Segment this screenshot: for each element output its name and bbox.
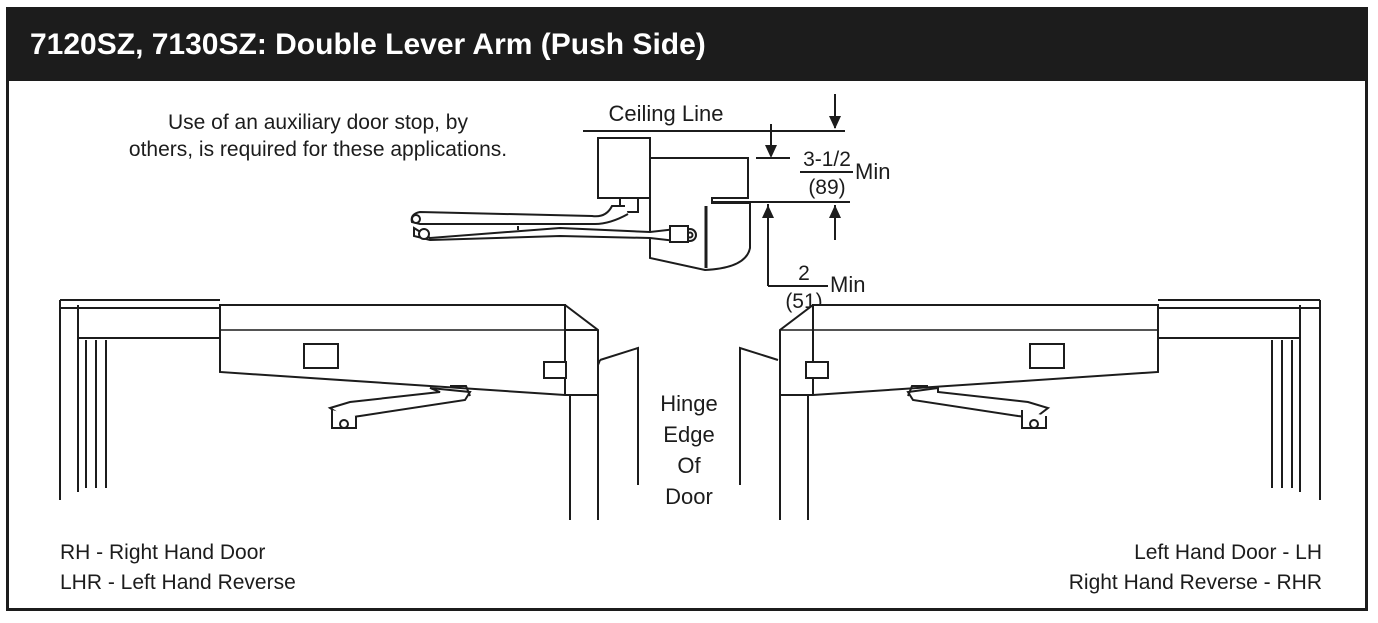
top-dimension-min: Min (855, 159, 890, 184)
auxiliary-stop-note: Use of an auxiliary door stop, by others… (129, 111, 507, 161)
left-closer-box (219, 304, 599, 396)
title-bar: 7120SZ, 7130SZ: Double Lever Arm (Push S… (9, 10, 1365, 81)
right-closer-indicator (805, 361, 829, 379)
left-caption-line-2: LHR - Left Hand Reverse (60, 571, 296, 594)
page-title: 7120SZ, 7130SZ: Double Lever Arm (Push S… (30, 28, 706, 61)
closer-side-view (410, 130, 845, 272)
hinge-edge-label: Hinge Edge Of Door (660, 391, 717, 509)
bottom-dimension-value: 2 (798, 262, 810, 285)
right-caption: Left Hand Door - LH Right Hand Reverse -… (1069, 541, 1322, 594)
left-closer-indicator (543, 361, 567, 379)
ceiling-line-label: Ceiling Line (609, 101, 724, 126)
right-caption-line-1: Left Hand Door - LH (1134, 541, 1322, 564)
left-door-assembly (59, 299, 639, 520)
hinge-label-line-3: Of (677, 453, 701, 478)
hinge-label-line-2: Edge (663, 422, 714, 447)
right-door-assembly (739, 299, 1321, 520)
bottom-dimension-min: Min (830, 272, 865, 297)
dimension-marks (712, 94, 853, 287)
left-caption: RH - Right Hand Door LHR - Left Hand Rev… (60, 541, 296, 594)
top-dimension-value: 3-1/2 (803, 148, 851, 171)
right-closer-cover-clip (1029, 343, 1065, 369)
note-line-2: others, is required for these applicatio… (129, 138, 507, 161)
diagram-frame: 7120SZ, 7130SZ: Double Lever Arm (Push S… (6, 7, 1368, 611)
hinge-label-line-4: Door (665, 484, 713, 509)
left-closer-cover-clip (303, 343, 339, 369)
left-arm (327, 387, 472, 420)
right-closer-box (779, 304, 1159, 396)
upper-arm (410, 205, 629, 225)
hinge-label-line-1: Hinge (660, 391, 717, 416)
note-line-1: Use of an auxiliary door stop, by (168, 111, 468, 134)
closer-body-profile (597, 137, 751, 272)
top-dimension-metric: (89) (808, 176, 845, 199)
dimension-labels: Ceiling Line 3-1/2 (89) Min 2 (51) Min (609, 101, 891, 313)
left-caption-line-1: RH - Right Hand Door (60, 541, 265, 564)
right-caption-line-2: Right Hand Reverse - RHR (1069, 571, 1322, 594)
